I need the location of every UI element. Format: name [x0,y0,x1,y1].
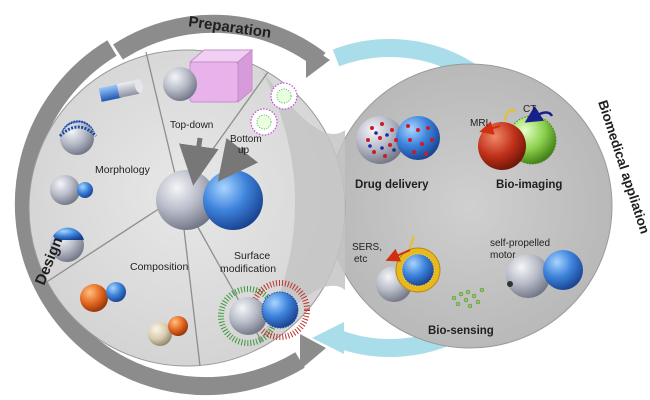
surface-modification-label-line2: modification [220,263,276,275]
sers-label-line1: SERS, [352,242,382,253]
bottom-up-particle-icon [250,82,298,136]
sers-label-line2: etc [354,254,367,265]
bottom-up-label-line1: Bottom [230,134,262,145]
design-arc [14,40,305,396]
self-propelled-label-line2: motor [490,250,516,261]
connector-wedge [258,70,345,345]
cylinder-particle-icon [98,79,144,102]
morphology-label: Morphology [95,164,151,176]
surface-modification-label-line1: Surface [234,250,270,262]
bio-imaging-label: Bio-imaging [496,179,562,191]
ct-label: CT [523,104,536,115]
bottom-up-label-line2: up [238,145,250,156]
sers-particle-icon [376,235,441,302]
patchy-hemisphere-particle-icon [58,120,98,155]
functionalized-janus-particle-icon [218,280,310,346]
composition-label: Composition [130,261,189,273]
bottom-up-arrow [217,137,259,182]
drug-delivery-label: Drug delivery [355,179,429,191]
design-arc-arrowhead [300,334,326,370]
top-down-label: Top-down [170,120,213,131]
capped-sphere-particle-icon [50,227,84,262]
preparation-arc [113,14,326,68]
biomedical-arc-arrowhead [312,322,344,354]
bio-imaging-particle-icon [478,105,557,170]
drug-delivery-particle-icon [356,116,440,164]
snowman-particle-icon [50,175,93,205]
orange-blue-particle-icon [80,282,126,312]
beige-orange-particle-icon [148,316,188,346]
motor-trail-particles [451,287,485,309]
bio-sensing-label: Bio-sensing [428,325,494,337]
top-down-arrow [179,137,219,186]
self-propelled-label-line1: self-propelled [490,238,550,249]
mri-label: MRI [470,118,488,129]
self-propelled-motor-icon [506,250,583,298]
preparation-arc-arrowhead [306,44,330,78]
top-down-particle-icon [163,48,254,104]
